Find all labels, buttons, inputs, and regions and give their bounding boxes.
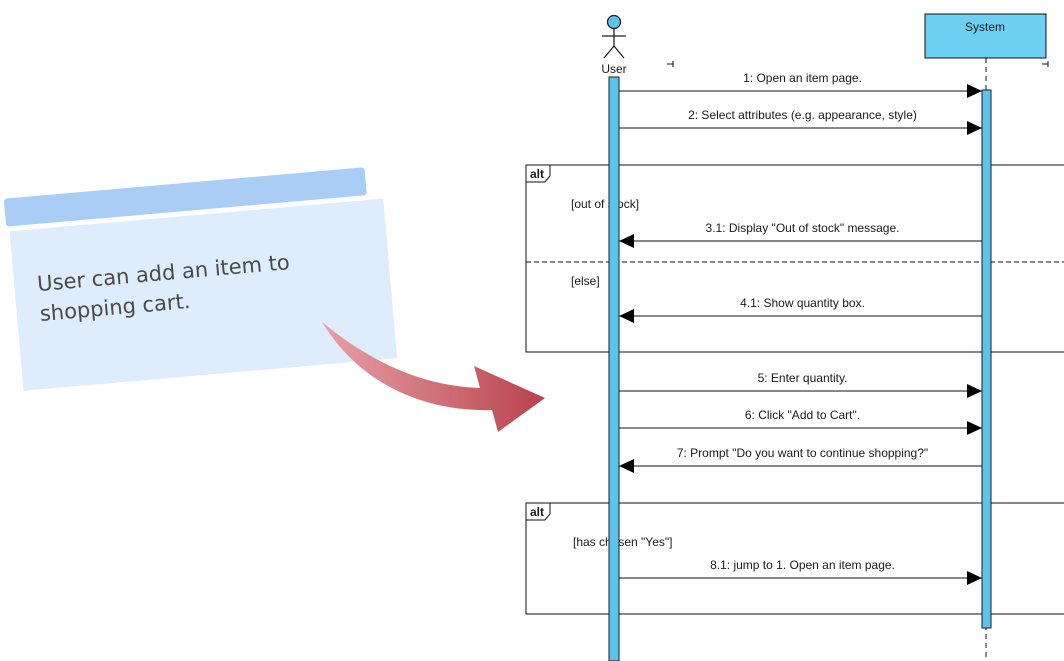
resize-marks bbox=[667, 61, 1049, 67]
message-label: 5: Enter quantity. bbox=[758, 371, 848, 385]
message-m41: 4.1: Show quantity box. bbox=[619, 296, 982, 323]
message-m6: 6: Click "Add to Cart". bbox=[619, 408, 982, 435]
message-label: 3.1: Display "Out of stock" message. bbox=[706, 221, 900, 235]
message-label: 8.1: jump to 1. Open an item page. bbox=[710, 558, 895, 572]
message-label: 2: Select attributes (e.g. appearance, s… bbox=[688, 108, 917, 122]
system-name: System bbox=[965, 20, 1005, 34]
alt-fragment-2: alt [has chosen "Yes"] bbox=[525, 502, 1064, 615]
message-arrowhead bbox=[967, 421, 982, 435]
alt-tag-box-2 bbox=[525, 502, 551, 521]
alt-guard-has-chosen-yes: [has chosen "Yes"] bbox=[573, 535, 672, 549]
alt-operator-1: alt bbox=[530, 167, 544, 181]
message-m81: 8.1: jump to 1. Open an item page. bbox=[619, 558, 982, 585]
actor-icon bbox=[602, 14, 626, 59]
alt-operator-2: alt bbox=[530, 505, 544, 519]
pointer-arrow bbox=[322, 322, 545, 432]
message-arrowhead bbox=[619, 309, 634, 323]
user-activation-bar bbox=[608, 76, 620, 661]
message-label: 6: Click "Add to Cart". bbox=[745, 408, 860, 422]
alt-guard-out-of-stock: [out of stock] bbox=[571, 197, 639, 211]
message-m2: 2: Select attributes (e.g. appearance, s… bbox=[619, 108, 982, 135]
messages: 1: Open an item page. 2: Select attribute… bbox=[619, 71, 982, 585]
message-m5: 5: Enter quantity. bbox=[619, 371, 982, 398]
message-label: 1: Open an item page. bbox=[743, 71, 862, 85]
message-m7: 7: Prompt "Do you want to continue shopp… bbox=[619, 446, 982, 473]
message-label: 7: Prompt "Do you want to continue shopp… bbox=[677, 446, 928, 460]
message-arrowhead bbox=[967, 121, 982, 135]
message-arrowhead bbox=[967, 384, 982, 398]
message-arrowhead bbox=[967, 571, 982, 585]
alt-fragment-1: alt [out of stock] [else] bbox=[525, 164, 1064, 353]
message-m31: 3.1: Display "Out of stock" message. bbox=[619, 221, 982, 248]
message-arrowhead bbox=[619, 459, 634, 473]
message-arrowhead bbox=[967, 84, 982, 98]
requirement-note: User can add an item to shopping cart. bbox=[3, 167, 398, 391]
alt-guard-else: [else] bbox=[571, 274, 600, 288]
message-label: 4.1: Show quantity box. bbox=[740, 296, 865, 310]
pointer-arrow-shape bbox=[322, 322, 545, 432]
note-body bbox=[9, 198, 398, 391]
system-lifeline: System bbox=[924, 13, 1047, 661]
system-activation-bar bbox=[981, 89, 992, 629]
actor-name: User bbox=[601, 62, 626, 76]
message-m1: 1: Open an item page. bbox=[619, 71, 982, 98]
note-header bbox=[3, 167, 367, 227]
alt-tag-box-1 bbox=[525, 164, 551, 183]
alt-frame-1 bbox=[525, 164, 1064, 353]
message-arrowhead bbox=[619, 234, 634, 248]
alt-frame-2 bbox=[525, 502, 1064, 615]
user-lifeline: User bbox=[601, 14, 627, 661]
